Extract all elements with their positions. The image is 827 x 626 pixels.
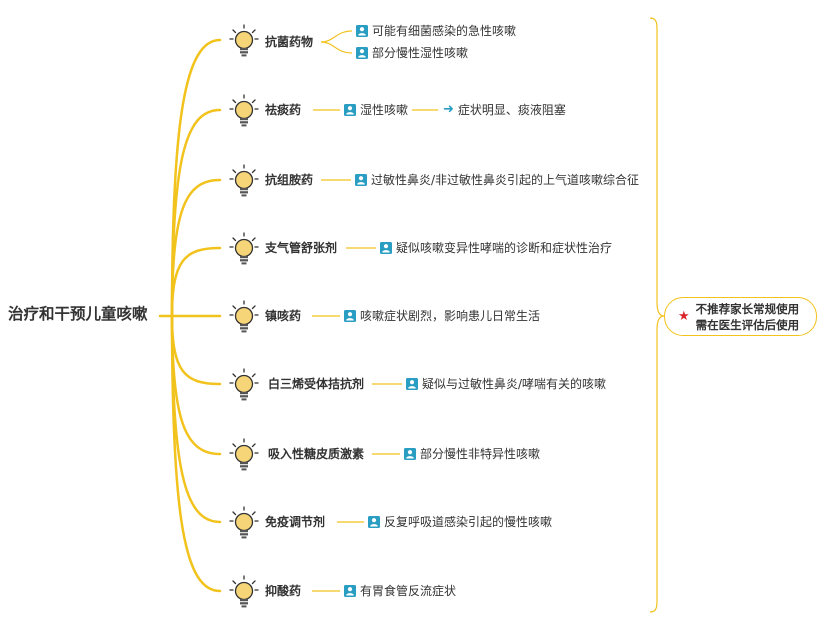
leaf-item[interactable]: 湿性咳嗽: [344, 102, 408, 118]
lightbulb-icon: [229, 575, 259, 609]
topic-inhaled-corticosteroid[interactable]: 吸入性糖皮质激素: [268, 447, 365, 461]
leaf-label: 疑似咳嗽变异性哮喘的诊断和症状性治疗: [396, 241, 613, 255]
branch-line-8: [170, 314, 222, 524]
person-icon: [344, 310, 356, 322]
branch-line-4: [170, 246, 222, 318]
leaf-item[interactable]: 疑似与过敏性鼻炎/哮喘有关的咳嗽: [406, 376, 606, 392]
leaf-item[interactable]: 有胃食管反流症状: [344, 583, 456, 599]
person-icon: [356, 47, 368, 59]
topic-bronchodilator[interactable]: 支气管舒张剂: [265, 241, 338, 255]
leaf-item[interactable]: 反复呼吸道感染引起的慢性咳嗽: [368, 514, 552, 530]
person-icon: [356, 25, 368, 37]
topic-immunomodulator[interactable]: 免疫调节剂: [265, 515, 326, 529]
person-icon: [368, 516, 380, 528]
followup-label: 症状明显、痰液阻塞: [457, 103, 566, 117]
root-topic[interactable]: 治疗和干预儿童咳嗽: [8, 305, 148, 323]
leaf-item[interactable]: 疑似咳嗽变异性哮喘的诊断和症状性治疗: [380, 240, 612, 256]
lightbulb-icon: [229, 368, 259, 402]
lightbulb-icon: [229, 438, 259, 472]
leaf-label: 咳嗽症状剧烈，影响患儿日常生活: [360, 309, 541, 323]
lightbulb-icon: [229, 300, 259, 334]
topic-antitussive[interactable]: 镇咳药: [265, 309, 302, 323]
leaf-item[interactable]: 可能有细菌感染的急性咳嗽: [356, 23, 516, 39]
branch-line-3: [170, 178, 222, 318]
leaf-label: 过敏性鼻炎/非过敏性鼻炎引起的上气道咳嗽综合征: [371, 173, 640, 187]
person-icon: [344, 585, 356, 597]
person-icon: [404, 448, 416, 460]
leaf-label: 部分慢性湿性咳嗽: [372, 46, 469, 60]
person-icon: [380, 242, 392, 254]
leaf-connector-1b: [320, 41, 353, 54]
summary-bracket: [649, 17, 665, 613]
summary-callout[interactable]: ★ 不推荐家长常规使用 需在医生评估后使用: [664, 297, 817, 336]
person-icon: [355, 174, 367, 186]
leaf-label: 部分慢性非特异性咳嗽: [420, 447, 541, 461]
summary-line-2: 需在医生评估后使用: [695, 317, 800, 332]
arrow-right-icon: ➜: [443, 102, 454, 117]
lightbulb-icon: [229, 94, 259, 128]
topic-leukotriene-antagonist[interactable]: 白三烯受体拮抗剂: [268, 377, 365, 391]
lightbulb-icon: [229, 506, 259, 540]
leaf-item[interactable]: 咳嗽症状剧烈，影响患儿日常生活: [344, 308, 540, 324]
person-icon: [344, 104, 356, 116]
followup-item[interactable]: ➜症状明显、痰液阻塞: [443, 102, 566, 118]
topic-antacid[interactable]: 抑酸药: [265, 584, 302, 598]
topic-expectorant[interactable]: 祛痰药: [265, 103, 302, 117]
leaf-label: 疑似与过敏性鼻炎/哮喘有关的咳嗽: [422, 377, 607, 391]
leaf-item[interactable]: 部分慢性非特异性咳嗽: [404, 446, 540, 462]
star-icon: ★: [678, 309, 690, 324]
leaf-label: 有胃食管反流症状: [360, 584, 457, 598]
topic-antibiotics[interactable]: 抗菌药物: [265, 35, 314, 49]
summary-text: 不推荐家长常规使用 需在医生评估后使用: [696, 301, 800, 333]
branch-line-6: [170, 314, 222, 386]
leaf-item[interactable]: 部分慢性湿性咳嗽: [356, 45, 468, 61]
branch-line-9: [170, 314, 222, 593]
lightbulb-icon: [229, 232, 259, 266]
leaf-label: 反复呼吸道感染引起的慢性咳嗽: [384, 515, 553, 529]
leaf-connector-1: [320, 30, 353, 43]
leaf-item[interactable]: 过敏性鼻炎/非过敏性鼻炎引起的上气道咳嗽综合征: [355, 172, 639, 188]
topic-antihistamine[interactable]: 抗组胺药: [265, 173, 314, 187]
summary-line-1: 不推荐家长常规使用: [695, 301, 800, 316]
lightbulb-icon: [229, 164, 259, 198]
leaf-label: 湿性咳嗽: [360, 103, 409, 117]
leaf-label: 可能有细菌感染的急性咳嗽: [372, 24, 517, 38]
lightbulb-icon: [229, 24, 259, 58]
person-icon: [406, 378, 418, 390]
